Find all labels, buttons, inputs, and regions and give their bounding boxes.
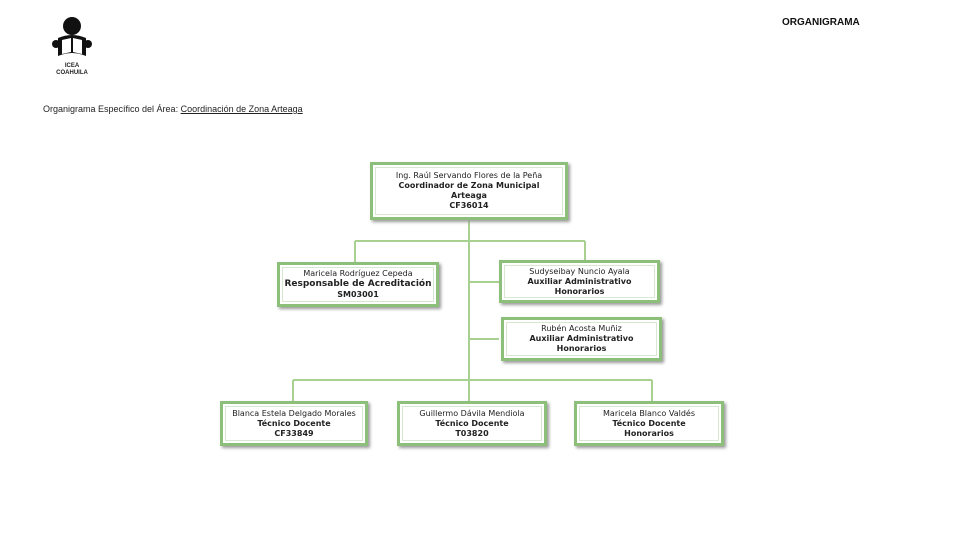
node-coordinator-code: CF36014 [449, 201, 489, 210]
logo-text-line1: ICEA [64, 63, 80, 69]
node-accreditation-position: Responsable de Acreditación [284, 279, 432, 289]
subtitle-area-link[interactable]: Coordinación de Zona Arteaga [180, 104, 303, 114]
icea-logo: ICEA COAHUILA [50, 16, 94, 80]
reader-logo-icon [52, 17, 92, 56]
node-tech2-position: Técnico Docente [435, 418, 509, 428]
node-coordinator-position2: Arteaga [451, 191, 487, 200]
node-tech2-name: Guillermo Dávila Mendiola [419, 408, 525, 418]
node-accreditation-code: SM03001 [337, 290, 379, 299]
node-tech1[interactable]: Blanca Estela Delgado Morales Técnico Do… [220, 401, 368, 446]
node-accreditation-name: Maricela Rodríguez Cepeda [303, 269, 413, 278]
subtitle-prefix: Organigrama Específico del Área: [43, 104, 181, 114]
node-aux2-name: Rubén Acosta Muñiz [541, 324, 622, 333]
node-tech1-name: Blanca Estela Delgado Morales [232, 408, 356, 418]
node-aux1[interactable]: Sudyseibay Nuncio Ayala Auxiliar Adminis… [499, 260, 660, 303]
node-aux2-position: Auxiliar Administrativo [529, 334, 634, 343]
node-tech3-position: Técnico Docente [612, 418, 686, 428]
node-aux1-position: Auxiliar Administrativo [527, 276, 632, 286]
node-tech3-code: Honorarios [624, 428, 674, 438]
chart-subtitle: Organigrama Específico del Área: Coordin… [43, 104, 303, 114]
node-tech3[interactable]: Maricela Blanco Valdés Técnico Docente H… [574, 401, 724, 446]
page-title: ORGANIGRAMA [782, 17, 860, 28]
node-tech2[interactable]: Guillermo Dávila Mendiola Técnico Docent… [397, 401, 547, 446]
node-accreditation[interactable]: Maricela Rodríguez Cepeda Responsable de… [277, 262, 439, 307]
node-aux1-name: Sudyseibay Nuncio Ayala [529, 266, 630, 276]
node-aux2-code: Honorarios [556, 344, 607, 353]
logo-text-line2: COAHUILA [56, 70, 88, 76]
node-aux1-code: Honorarios [554, 286, 605, 296]
node-tech1-position: Técnico Docente [257, 418, 331, 428]
node-tech1-code: CF33849 [274, 428, 314, 438]
node-aux2[interactable]: Rubén Acosta Muñiz Auxiliar Administrati… [501, 317, 662, 361]
node-coordinator-name: Ing. Raúl Servando Flores de la Peña [395, 171, 543, 180]
node-coordinator[interactable]: Ing. Raúl Servando Flores de la Peña Coo… [370, 162, 568, 220]
node-coordinator-position: Coordinador de Zona Municipal [398, 181, 540, 190]
node-tech3-name: Maricela Blanco Valdés [603, 408, 695, 418]
node-tech2-code: T03820 [455, 428, 489, 438]
